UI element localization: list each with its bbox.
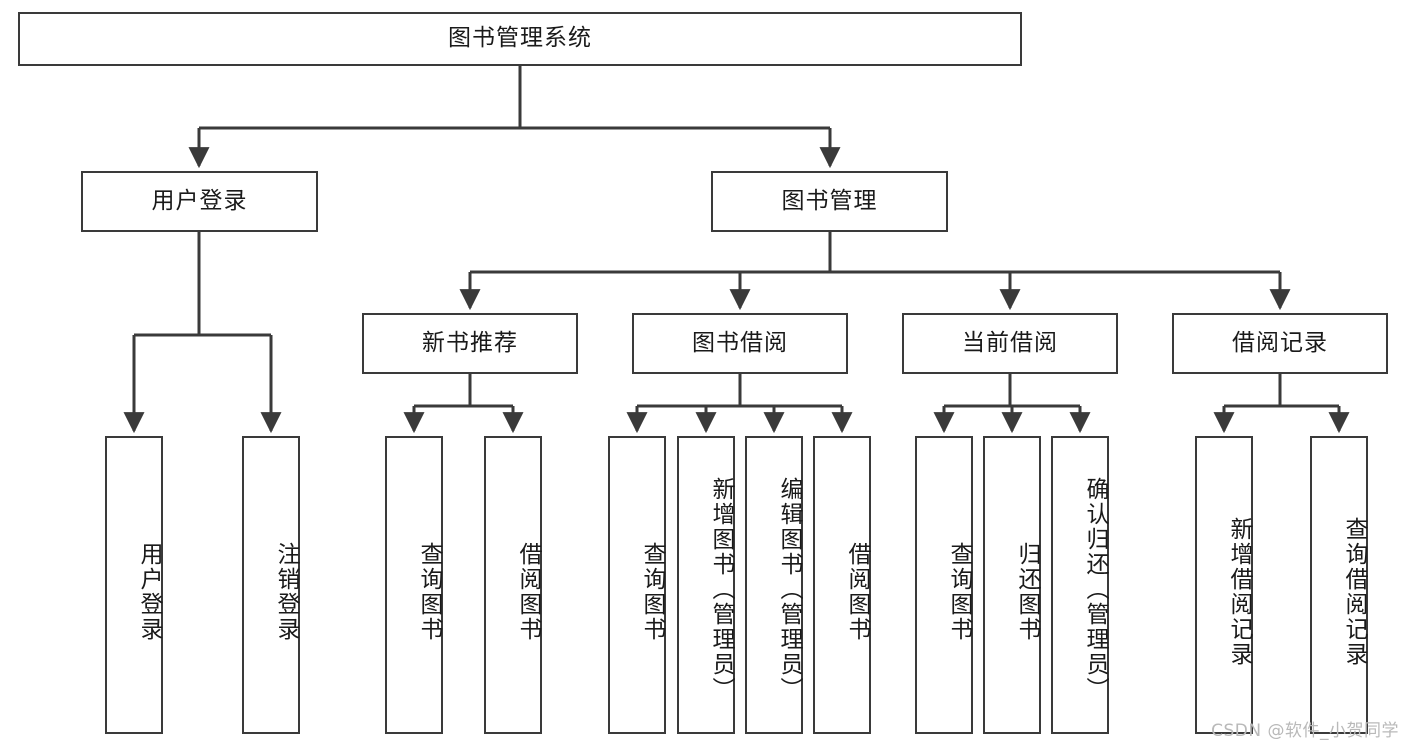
node-book-management-label: 图书管理: [781, 187, 878, 214]
leaf-new-book-borrow-label: 借阅图书: [515, 542, 541, 642]
node-user-login-label: 用户登录: [151, 187, 248, 214]
node-borrow-record-label: 借阅记录: [1232, 329, 1328, 356]
leaf-book-borrow-add-label: 新增图书（管理员）: [708, 476, 734, 702]
node-book-borrow-label: 图书借阅: [692, 329, 788, 356]
node-borrow-record[interactable]: 借阅记录: [1172, 313, 1388, 374]
node-current-borrow-label: 当前借阅: [962, 329, 1058, 356]
leaf-user-login-login-label: 用户登录: [136, 542, 162, 642]
leaf-book-borrow-edit-label: 编辑图书（管理员）: [776, 476, 802, 702]
node-new-book-recommend[interactable]: 新书推荐: [362, 313, 578, 374]
leaf-book-borrow-query-label: 查询图书: [639, 542, 665, 642]
leaf-borrow-record-query-label: 查询借阅记录: [1341, 517, 1367, 667]
leaf-current-borrow-confirm-return[interactable]: 确认归还（管理员）: [1051, 436, 1109, 734]
leaf-current-borrow-confirm-return-label: 确认归还（管理员）: [1082, 476, 1108, 702]
leaf-user-login-logout[interactable]: 注销登录: [242, 436, 300, 734]
leaf-user-login-logout-label: 注销登录: [273, 542, 299, 642]
leaf-book-borrow-add[interactable]: 新增图书（管理员）: [677, 436, 735, 734]
leaf-book-borrow-borrow[interactable]: 借阅图书: [813, 436, 871, 734]
leaf-borrow-record-add-label: 新增借阅记录: [1226, 517, 1252, 667]
leaf-borrow-record-query[interactable]: 查询借阅记录: [1310, 436, 1368, 734]
leaf-new-book-borrow[interactable]: 借阅图书: [484, 436, 542, 734]
leaf-borrow-record-add[interactable]: 新增借阅记录: [1195, 436, 1253, 734]
node-book-borrow[interactable]: 图书借阅: [632, 313, 848, 374]
leaf-book-borrow-query[interactable]: 查询图书: [608, 436, 666, 734]
leaf-current-borrow-return[interactable]: 归还图书: [983, 436, 1041, 734]
leaf-current-borrow-query-label: 查询图书: [946, 542, 972, 642]
leaf-user-login-login[interactable]: 用户登录: [105, 436, 163, 734]
leaf-book-borrow-borrow-label: 借阅图书: [844, 542, 870, 642]
leaf-new-book-query-label: 查询图书: [416, 542, 442, 642]
node-book-management[interactable]: 图书管理: [711, 171, 948, 232]
node-root-system-label: 图书管理系统: [448, 25, 592, 52]
leaf-new-book-query[interactable]: 查询图书: [385, 436, 443, 734]
node-current-borrow[interactable]: 当前借阅: [902, 313, 1118, 374]
node-user-login[interactable]: 用户登录: [81, 171, 318, 232]
leaf-book-borrow-edit[interactable]: 编辑图书（管理员）: [745, 436, 803, 734]
leaf-current-borrow-return-label: 归还图书: [1014, 542, 1040, 642]
node-new-book-recommend-label: 新书推荐: [422, 329, 518, 356]
node-root-system[interactable]: 图书管理系统: [18, 12, 1022, 66]
leaf-current-borrow-query[interactable]: 查询图书: [915, 436, 973, 734]
